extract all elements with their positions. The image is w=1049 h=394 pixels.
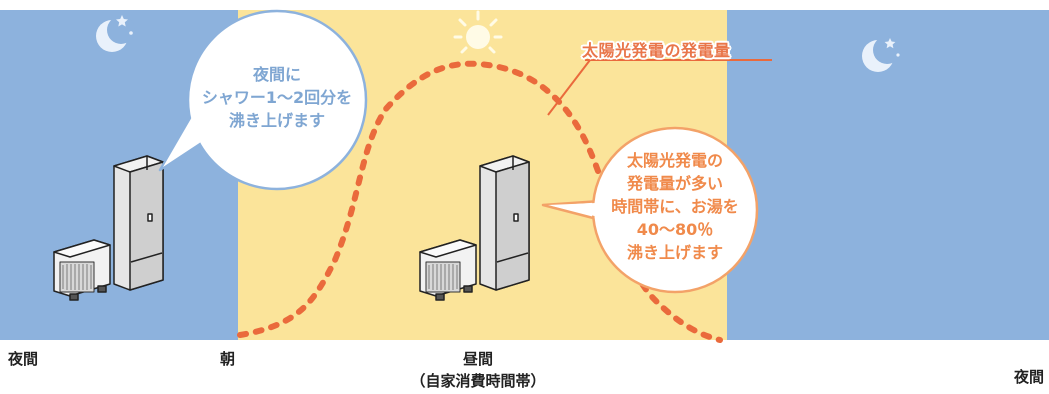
solar-generation-label: 太陽光発電の発電量	[582, 41, 731, 60]
daytime-note: （自家消費時間帯）	[410, 372, 546, 390]
moon-stars-icon	[96, 15, 135, 52]
heat-pump-water-heater-icon	[419, 155, 530, 301]
moon-stars-icon	[862, 36, 901, 72]
speech-bubble-night	[158, 9, 368, 191]
heat-pump-water-heater-icon	[53, 155, 164, 301]
night-bubble-text: 夜間に シャワー1〜2回分を 沸き上げます	[201, 65, 353, 130]
curve-label-pointer	[547, 59, 591, 116]
time-label-daytime: 昼間 （自家消費時間帯）	[388, 348, 568, 392]
daytime-label: 昼間	[462, 350, 493, 368]
time-label-night-start: 夜間	[8, 350, 39, 368]
speech-bubble-day	[541, 126, 759, 294]
time-label-night-end: 夜間	[1014, 368, 1045, 386]
time-label-morning: 朝	[220, 350, 236, 368]
sun-icon	[453, 10, 503, 54]
day-bubble-text: 太陽光発電の 発電量が多い 時間帯に、お湯を 40〜80％ 沸き上げます	[611, 151, 739, 262]
